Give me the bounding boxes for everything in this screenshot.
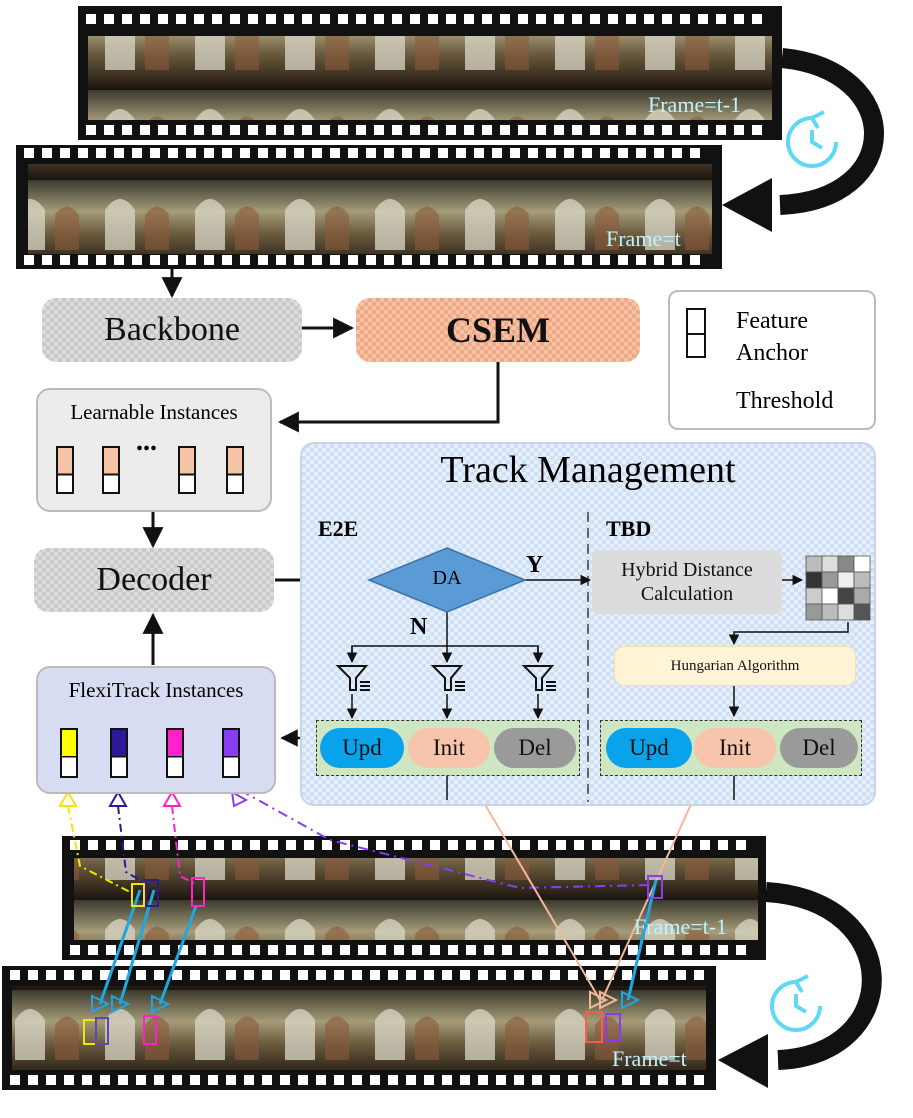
learnable-instances-panel: Learnable Instances ... bbox=[36, 388, 272, 512]
film-strip-bottom-prev bbox=[62, 836, 766, 960]
film-strip-top-curr bbox=[16, 145, 722, 269]
frame-label-bottom-prev: Frame=t-1 bbox=[634, 914, 728, 939]
tbd-upd-pill: Upd bbox=[606, 728, 692, 768]
learnable-instance-token bbox=[102, 446, 120, 494]
no-label: N bbox=[410, 614, 428, 640]
yes-label: Y bbox=[526, 552, 544, 578]
hybrid-distance-block: Hybrid Distance Calculation bbox=[592, 550, 782, 614]
legend-feature-label: Feature bbox=[736, 308, 808, 334]
clock-icon bbox=[770, 110, 838, 1032]
film-strip-bottom-curr bbox=[2, 966, 716, 1090]
track-management-title: Track Management bbox=[440, 449, 736, 491]
e2e-init-pill: Init bbox=[408, 728, 490, 768]
tbd-init-pill: Init bbox=[694, 728, 776, 768]
learnable-instance-token bbox=[56, 446, 74, 494]
e2e-label: E2E bbox=[318, 516, 359, 541]
flexitrack-instances-title: FlexiTrack Instances bbox=[68, 678, 244, 702]
film-strip-top-prev bbox=[78, 6, 782, 140]
da-label: DA bbox=[432, 567, 462, 589]
decoder-block: Decoder bbox=[34, 548, 274, 612]
e2e-del-pill: Del bbox=[494, 728, 576, 768]
backbone-block: Backbone bbox=[42, 298, 302, 362]
hybrid-line-1: Hybrid Distance bbox=[621, 559, 753, 581]
feature-anchor-legend-icon bbox=[686, 308, 706, 358]
track-instance-navy bbox=[110, 728, 128, 778]
legend-threshold-label: Threshold bbox=[736, 388, 834, 414]
instance-tip-markers bbox=[58, 789, 641, 1014]
frame-label-bottom-curr: Frame=t bbox=[612, 1046, 687, 1071]
track-instance-violet bbox=[222, 728, 240, 778]
bounding-boxes bbox=[83, 875, 663, 1045]
curved-time-arrow-bottom bbox=[718, 882, 882, 1088]
legend-panel: Feature Anchor Threshold bbox=[668, 290, 876, 430]
track-instance-magenta bbox=[166, 728, 184, 778]
curved-time-arrow-top bbox=[722, 48, 884, 232]
csem-block: CSEM bbox=[356, 298, 640, 362]
frame-label-top-curr: Frame=t bbox=[606, 226, 681, 251]
tbd-del-pill: Del bbox=[780, 728, 858, 768]
tbd-label: TBD bbox=[606, 516, 652, 541]
learnable-instance-token bbox=[226, 446, 244, 494]
track-instance-yellow bbox=[60, 728, 78, 778]
hungarian-algorithm-block: Hungarian Algorithm bbox=[614, 646, 856, 686]
learnable-instance-token bbox=[178, 446, 196, 494]
e2e-upd-pill: Upd bbox=[320, 728, 404, 768]
flexitrack-instances-panel: FlexiTrack Instances bbox=[36, 666, 276, 794]
hybrid-line-2: Calculation bbox=[640, 583, 734, 605]
legend-anchor-label: Anchor bbox=[736, 340, 808, 366]
frame-label-top-prev: Frame=t-1 bbox=[648, 92, 742, 117]
learnable-instances-title: Learnable Instances bbox=[70, 400, 238, 424]
instances-ellipsis: ... bbox=[136, 426, 157, 457]
